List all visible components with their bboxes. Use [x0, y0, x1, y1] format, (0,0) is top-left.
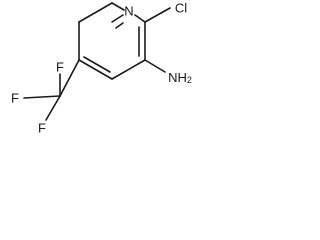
atom-fluorine-left: F [11, 91, 19, 106]
bond-c5-cf3 [59, 59, 80, 97]
bond-c4-c5 [78, 59, 113, 80]
chemical-structure-diagram: N Cl NH2 F F F [11, 1, 192, 136]
atom-fluorine-top: F [56, 60, 64, 75]
bond-c6-top [78, 2, 113, 23]
bond-c3-nh2 [144, 59, 166, 73]
atom-fluorine-bottom: F [38, 121, 46, 136]
bond-c6-n1-inner [115, 22, 124, 29]
bond-top-n1 [111, 2, 125, 11]
atom-amino: NH2 [168, 70, 192, 86]
bond-c4-c5-inner [83, 56, 111, 73]
atom-chlorine: Cl [175, 1, 187, 16]
atom-ring-nitrogen: N [124, 4, 133, 19]
bond-cf3-f-bottom [45, 95, 61, 121]
bond-c3-c4 [111, 59, 146, 80]
bond-c2-cl [144, 7, 171, 23]
bond-cf3-f-left [23, 95, 61, 99]
bond-c6-n1 [111, 14, 124, 23]
bond-n1-c2 [134, 14, 146, 23]
